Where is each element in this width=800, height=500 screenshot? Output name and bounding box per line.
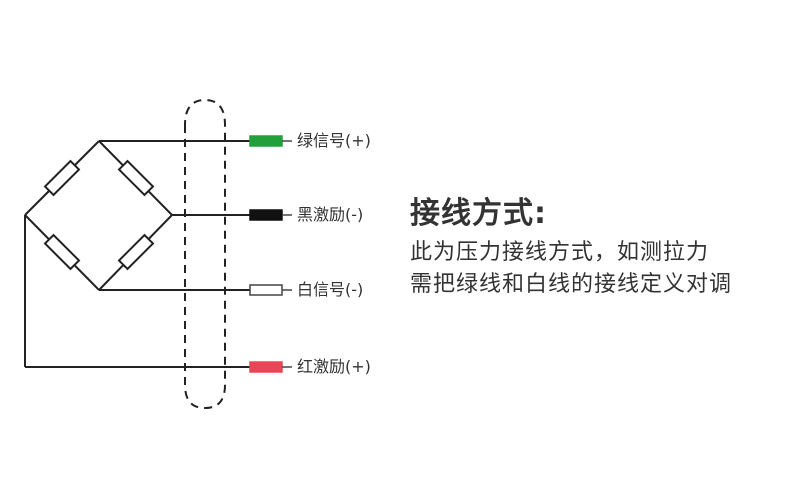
wire-label-green-signal-plus: 绿信号(+): [297, 131, 371, 150]
white-wire-terminal: [249, 284, 283, 296]
red-wire-terminal: [249, 361, 283, 373]
wire-label-black-excitation-minus: 黑激励(-): [297, 205, 364, 224]
wire-label-red-excitation-plus: 红激励(+): [297, 357, 371, 376]
black-wire-terminal: [249, 209, 283, 221]
wire-terminals: [249, 135, 292, 373]
resistor-icons: [43, 159, 155, 271]
wiring-method-title: 接线方式:: [410, 196, 547, 231]
cable-shield-dashed: [184, 98, 226, 410]
description-line-2: 需把绿线和白线的接线定义对调: [410, 272, 733, 297]
green-wire-terminal: [249, 135, 283, 147]
description-line-1: 此为压力接线方式，如测拉力: [410, 240, 710, 265]
wire-label-white-signal-minus: 白信号(-): [297, 280, 364, 299]
